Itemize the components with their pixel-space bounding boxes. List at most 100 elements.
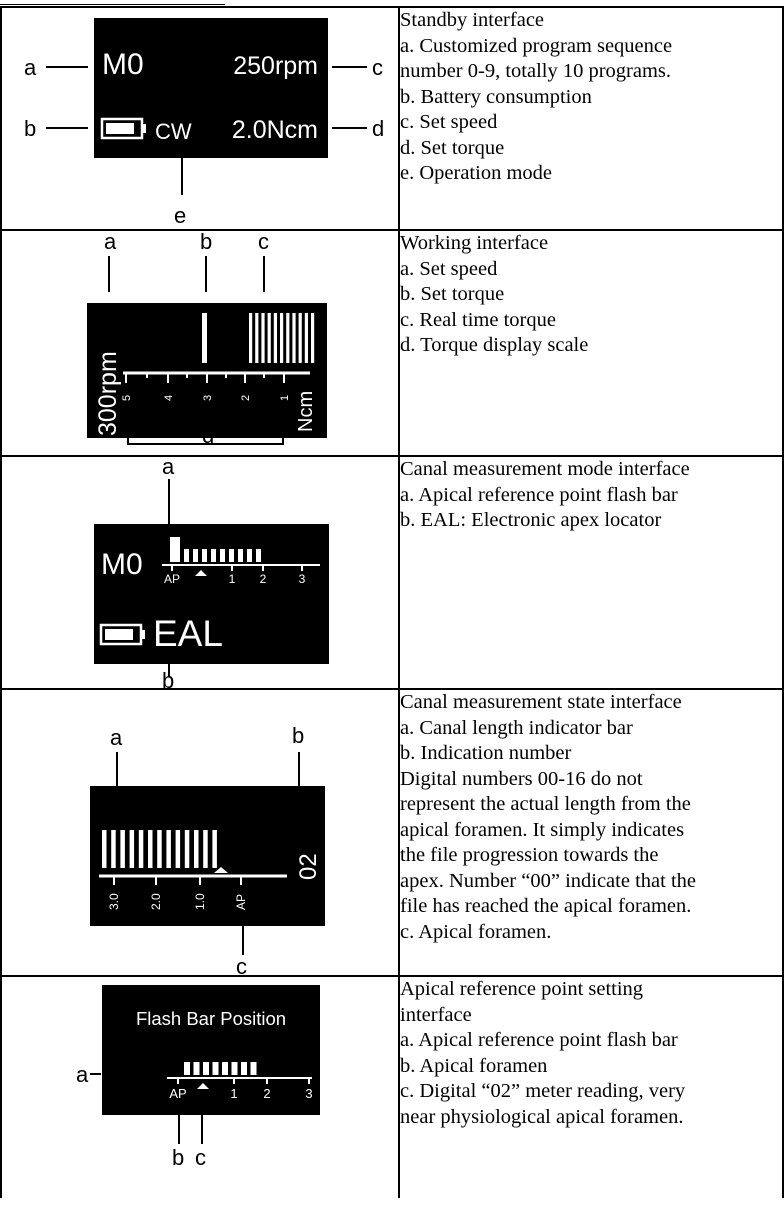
- torque-unit: Ncm: [295, 391, 317, 432]
- description-line: a. Customized program sequence: [400, 34, 673, 57]
- torque-bar: [280, 313, 284, 363]
- indicator-bar: [111, 830, 116, 868]
- screen-title: Flash Bar Position: [136, 1008, 286, 1029]
- indicator-bar: [212, 830, 217, 868]
- torque-bar: [311, 313, 315, 363]
- torque-bar: [255, 313, 259, 363]
- row-title: Working interface: [400, 232, 549, 254]
- indicator-bar: [157, 830, 162, 868]
- level-bar: [211, 549, 216, 562]
- level-bar: [202, 549, 207, 562]
- row-title: Canal measurement state interface: [400, 691, 682, 713]
- description-line: Digital numbers 00-16 do not: [400, 767, 643, 790]
- scale-label: 1: [229, 572, 236, 586]
- flash-bar-block: [241, 1062, 247, 1075]
- flash-bar: [170, 537, 180, 562]
- indicator-bar: [194, 830, 199, 868]
- indicator-bar: [175, 830, 181, 868]
- standby-figure-cell: M0 250rpm CW 2.0Ncm a b c d e: [0, 6, 400, 231]
- scale-label: 1: [279, 395, 291, 401]
- flash-bar-block: [250, 1062, 257, 1075]
- description-line: b. Indication number: [400, 742, 572, 764]
- torque-bar: [292, 313, 296, 363]
- flash-bar-block: [222, 1062, 228, 1075]
- scale-label: 2: [240, 395, 252, 401]
- callout-b: b: [200, 231, 212, 254]
- description-line: d. Torque display scale: [400, 334, 589, 356]
- level-bar: [229, 549, 234, 562]
- callout-b: b: [172, 1145, 184, 1170]
- canal-mode-screen: [94, 524, 329, 664]
- scale-label: 3: [299, 572, 306, 586]
- torque-bar: [304, 313, 308, 363]
- standby-description: Standby interface a. Customized program …: [398, 6, 784, 231]
- description-line: c. Real time torque: [400, 308, 556, 331]
- set-torque-bar: [202, 313, 207, 363]
- torque-bar: [286, 313, 290, 363]
- level-bars: [184, 549, 261, 562]
- apical-marker-icon: [195, 570, 207, 576]
- apical-setting-screen: [102, 985, 320, 1115]
- row-title: Standby interface: [400, 9, 545, 31]
- level-bar: [184, 549, 189, 562]
- flash-bar-block: [184, 1062, 190, 1075]
- description-line: d. Set torque: [400, 136, 505, 159]
- description-line: b. Battery consumption: [400, 85, 592, 108]
- description-line: file has reached the apical foramen.: [400, 895, 692, 917]
- standby-interface-figure: M0 250rpm CW 2.0Ncm a b c d e: [24, 18, 384, 228]
- torque-bar: [261, 313, 265, 363]
- callout-a: a: [162, 457, 175, 479]
- description-line: interface: [400, 1003, 472, 1026]
- scale-label: AP: [169, 1086, 186, 1101]
- table-row: M0 250rpm CW 2.0Ncm a b c d e: [0, 6, 784, 231]
- description-line: b. Set torque: [400, 283, 505, 305]
- callout-b: b: [24, 116, 36, 141]
- interface-spec-table: M0 250rpm CW 2.0Ncm a b c d e: [0, 6, 784, 1198]
- level-bar: [220, 549, 225, 562]
- callout-d: d: [372, 116, 384, 141]
- indicator-bar: [166, 830, 171, 868]
- description-line: c. Digital “02” meter reading, very: [400, 1080, 686, 1102]
- scale-label: 1.0: [193, 893, 207, 910]
- description-line: c. Apical foramen.: [400, 920, 552, 943]
- level-bar: [193, 549, 198, 562]
- description-line: b. Apical foramen: [400, 1054, 548, 1077]
- working-description: Working interface a. Set speed b. Set to…: [398, 229, 784, 457]
- speed-value: 300rpm: [94, 351, 122, 436]
- indicator-bar: [138, 830, 144, 868]
- scale-label: 4: [163, 395, 175, 401]
- indicator-bar: [148, 830, 153, 868]
- description-line: a. Canal length indicator bar: [400, 716, 633, 739]
- indication-number: 02: [295, 853, 322, 880]
- apical-marker-icon: [214, 867, 228, 873]
- speed-value: 250rpm: [233, 52, 318, 80]
- callout-c: c: [372, 55, 383, 80]
- scale-label: 2.0: [149, 893, 163, 910]
- description-line: the file progression towards the: [400, 844, 659, 866]
- mode-value: EAL: [153, 613, 223, 654]
- description-line: a. Apical reference point flash bar: [400, 1029, 678, 1051]
- torque-bar: [249, 313, 253, 363]
- row-title: Apical reference point setting: [400, 978, 644, 1000]
- torque-value: 2.0Ncm: [232, 116, 318, 144]
- callout-b: b: [162, 668, 174, 690]
- real-time-torque-bars: [249, 313, 315, 363]
- callout-c: c: [236, 954, 247, 977]
- torque-bar: [298, 313, 302, 363]
- callout-e: e: [174, 203, 186, 228]
- callout-c: c: [258, 231, 269, 254]
- description-line: b. EAL: Electronic apex locator: [400, 509, 662, 531]
- scale-label: 1: [230, 1086, 237, 1101]
- scale-label: 2: [260, 572, 267, 586]
- flash-bar-block: [212, 1062, 219, 1075]
- description-line: a. Apical reference point flash bar: [400, 483, 678, 506]
